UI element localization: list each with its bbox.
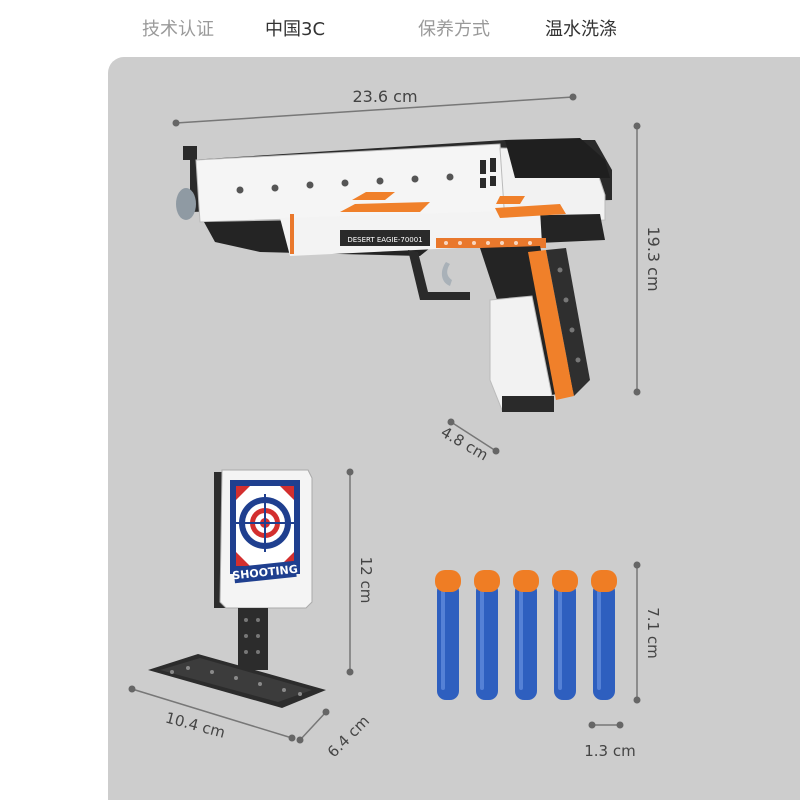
foam-dart: [552, 570, 578, 700]
dart-length-label: 7.1 cm: [644, 607, 662, 658]
foam-dart: [435, 570, 461, 700]
pistol-side-text: DESERT EAGIE-70001: [347, 236, 422, 244]
toy-pistol: DESERT EAGIE-70001: [176, 138, 612, 412]
pistol-length-label: 23.6 cm: [352, 87, 417, 106]
target-base-length-dimension: [128, 685, 296, 742]
target-height-label: 12 cm: [357, 557, 375, 604]
pistol-height-dimension: [633, 122, 641, 396]
dart-length-dimension: [633, 561, 641, 704]
care-method-value: 温水洗涤: [545, 19, 617, 40]
pistol-length-dimension: [172, 93, 577, 127]
dart-diameter-label: 1.3 cm: [584, 742, 635, 760]
spec-bar: 技术认证 中国3C 保养方式 温水洗涤: [0, 0, 800, 58]
foam-dart: [591, 570, 617, 700]
pistol-height-label: 19.3 cm: [644, 226, 663, 291]
target-base-length-label: 10.4 cm: [163, 709, 227, 742]
target-base-width-label: 6.4 cm: [324, 712, 373, 761]
pistol-width-dimension: [447, 418, 500, 455]
certification-value: 中国3C: [265, 19, 326, 40]
foam-dart: [474, 570, 500, 700]
pistol-width-label: 4.8 cm: [438, 423, 492, 464]
care-method-label: 保养方式: [418, 19, 490, 40]
foam-darts: [435, 570, 617, 700]
target-height-dimension: [346, 468, 354, 676]
dart-diameter-dimension: [588, 721, 624, 729]
shooting-target: SHOOTING: [148, 469, 326, 708]
certification-label: 技术认证: [142, 19, 214, 40]
foam-dart: [513, 570, 539, 700]
target-base-width-dimension: [296, 708, 330, 744]
